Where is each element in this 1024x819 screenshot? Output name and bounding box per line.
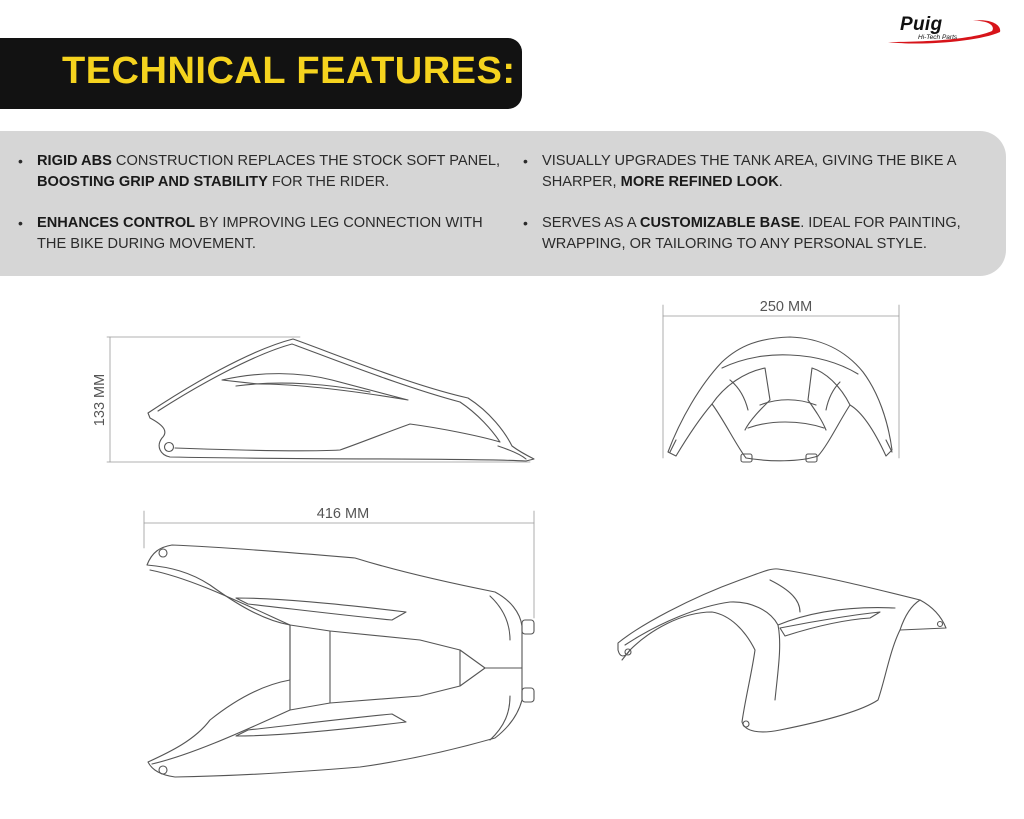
bullet-icon: •	[523, 215, 528, 231]
feature-highlight: RIGID ABS	[37, 153, 112, 169]
front-view-drawing	[662, 304, 900, 463]
perspective-view-drawing	[617, 568, 947, 733]
feature-run: VISUALLY UPGRADES THE TANK AREA, GIVING …	[542, 153, 956, 190]
side-view-drawing	[106, 336, 535, 463]
feature-run: .	[778, 174, 783, 190]
feature-run: FOR THE RIDER.	[267, 174, 390, 190]
bullet-icon: •	[18, 215, 23, 231]
feature-highlight: BOOSTING GRIP AND STABILITY	[37, 174, 268, 190]
dimension-width-label: 250 MM	[760, 299, 812, 315]
brand-tagline: Hi-Tech Parts	[918, 34, 958, 41]
feature-run: CONSTRUCTION REPLACES THE STOCK SOFT PAN…	[111, 153, 501, 169]
feature-text: VISUALLY UPGRADES THE TANK AREA, GIVING …	[542, 153, 956, 190]
feature-item: • RIGID ABS CONSTRUCTION REPLACES THE ST…	[18, 151, 515, 193]
feature-highlight: ENHANCES CONTROL	[37, 215, 196, 231]
feature-run: BY IMPROVING LEG CONNECTION WITH THE BIK…	[37, 215, 483, 252]
brand-name: Puig	[900, 14, 943, 35]
feature-text: SERVES AS A CUSTOMIZABLE BASE. IDEAL FOR…	[542, 215, 961, 252]
dimension-length-label: 416 MM	[317, 506, 369, 522]
feature-item: • VISUALLY UPGRADES THE TANK AREA, GIVIN…	[523, 151, 1020, 193]
feature-text: RIGID ABS CONSTRUCTION REPLACES THE STOC…	[37, 153, 500, 190]
feature-text: ENHANCES CONTROL BY IMPROVING LEG CONNEC…	[37, 215, 483, 252]
bullet-icon: •	[523, 153, 528, 169]
features-panel	[0, 131, 1006, 276]
brand-swoosh-icon	[888, 20, 1001, 44]
feature-run: SERVES AS A	[542, 215, 640, 231]
feature-highlight: MORE REFINED LOOK	[620, 174, 779, 190]
brand-logo: Puig Hi-Tech Parts	[878, 12, 1003, 46]
feature-highlight: CUSTOMIZABLE BASE	[639, 215, 801, 231]
feature-run: . IDEAL FOR PAINTING, WRAPPING, OR TAILO…	[542, 215, 961, 252]
top-view-drawing	[143, 510, 535, 778]
feature-item: • ENHANCES CONTROL BY IMPROVING LEG CONN…	[18, 213, 515, 255]
dimension-height-label: 133 MM	[92, 374, 108, 426]
bullet-icon: •	[18, 153, 23, 169]
header-banner: TECHNICAL FEATURES:	[0, 38, 522, 109]
page-title: TECHNICAL FEATURES:	[62, 50, 516, 92]
feature-item: • SERVES AS A CUSTOMIZABLE BASE. IDEAL F…	[523, 213, 1020, 255]
